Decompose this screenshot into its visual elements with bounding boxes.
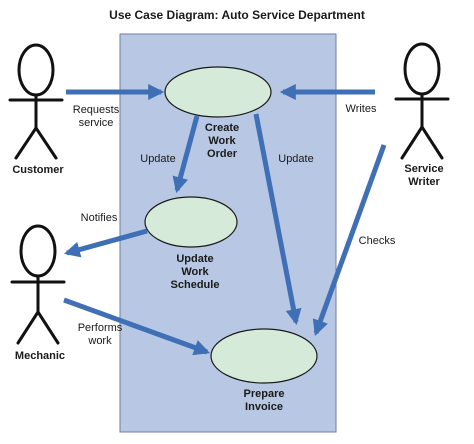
actor-service-writer-label: Service Writer (404, 163, 444, 188)
arrow-performs-work (63, 297, 211, 356)
relationship-requests-service-label: Requests service (72, 104, 120, 129)
arrow-checks (312, 144, 387, 337)
use-case-create-work-order-label: Create Work Order (204, 122, 240, 160)
arrow-update-schedule (172, 115, 200, 194)
arrow-update-invoice (253, 113, 302, 326)
relationship-writes-label: Writes (345, 103, 377, 115)
actor-mechanic-label: Mechanic (14, 350, 66, 362)
relationship-update-invoice-label: Update (278, 153, 314, 165)
actor-service-writer-figure (394, 42, 450, 160)
use-case-update-work-schedule (144, 196, 238, 248)
use-case-prepare-invoice (210, 328, 318, 384)
diagram-title: Use Case Diagram: Auto Service Departmen… (109, 8, 365, 22)
use-case-prepare-invoice-label: Prepare Invoice (243, 388, 285, 413)
relationship-notifies-label: Notifies (80, 212, 118, 224)
use-case-update-work-schedule-label: Update Work Schedule (170, 253, 220, 291)
arrow-notifies (63, 228, 148, 258)
use-case-create-work-order (164, 66, 272, 118)
actor-customer-label: Customer (12, 164, 64, 176)
relationship-update-schedule-label: Update (140, 153, 176, 165)
actor-mechanic-figure (10, 224, 66, 345)
relationship-performs-work-label: Performs work (77, 322, 123, 347)
relationship-checks-label: Checks (358, 235, 396, 247)
actor-customer-figure (8, 43, 64, 160)
